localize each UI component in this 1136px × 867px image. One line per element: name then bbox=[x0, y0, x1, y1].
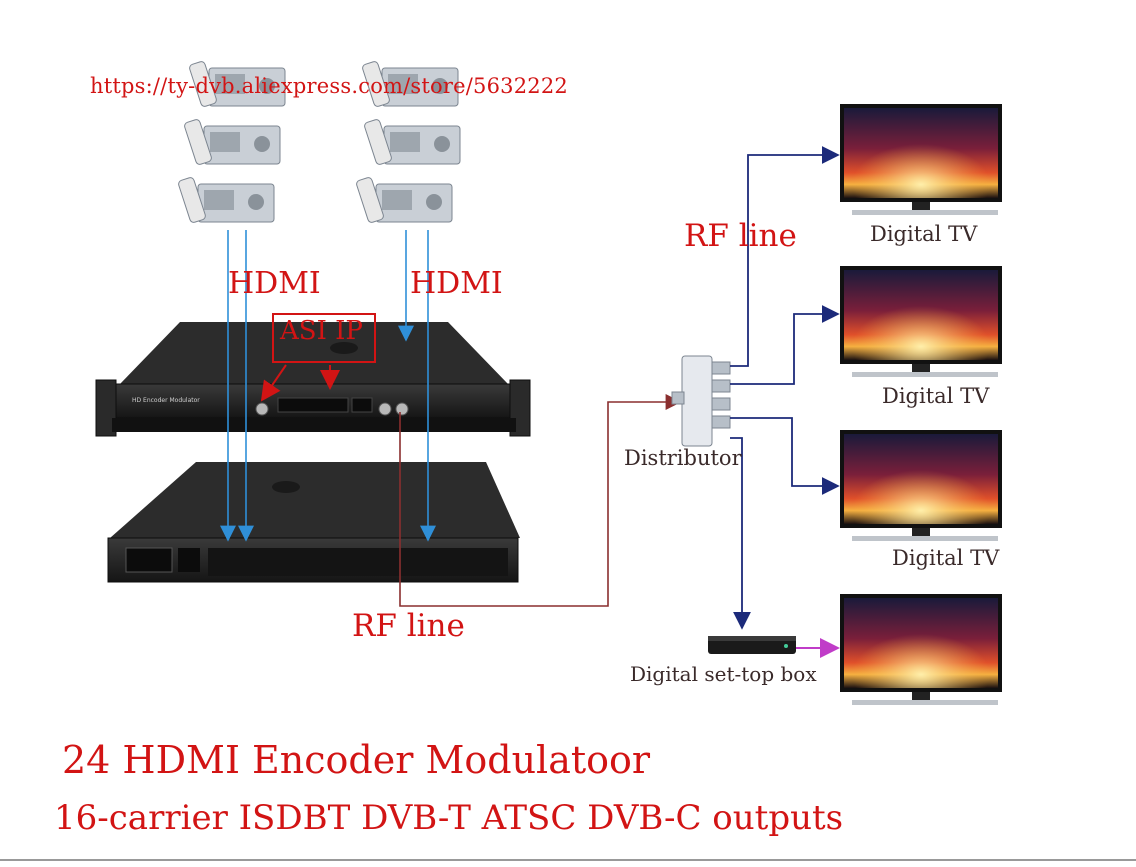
rf-out-tv1 bbox=[730, 146, 840, 367]
asi-ip-label: ASI IP bbox=[280, 316, 363, 346]
rf-line-label-top: RF line bbox=[684, 218, 797, 254]
rf-out-tv3 bbox=[730, 417, 840, 495]
digital-tv-2-icon bbox=[840, 266, 1002, 377]
asi-arrow bbox=[260, 364, 287, 402]
tv-label-1: Digital TV bbox=[870, 222, 978, 246]
receiver-right-3-icon bbox=[356, 177, 453, 223]
receiver-left-1-icon bbox=[189, 61, 286, 107]
receiver-left-3-icon bbox=[178, 177, 275, 223]
tv-label-3: Digital TV bbox=[892, 546, 1000, 570]
digital-tv-4-icon bbox=[840, 594, 1002, 705]
modulator-device-label: HD Encoder Modulator bbox=[132, 397, 200, 404]
distributor-icon bbox=[671, 355, 731, 447]
hdmi-encoder-device bbox=[107, 462, 520, 583]
title-line-1: 24 HDMI Encoder Modulatoor bbox=[62, 738, 651, 782]
rf-out-stb bbox=[730, 437, 751, 630]
asi-ip-box bbox=[272, 313, 376, 363]
rf-line-cable bbox=[399, 394, 682, 607]
hdmi-label-right: HDMI bbox=[410, 266, 503, 301]
receiver-right-1-icon bbox=[362, 61, 459, 107]
store-url: https://ty-dvb.aliexpress.com/store/5632… bbox=[90, 74, 568, 98]
set-top-box-icon bbox=[708, 636, 796, 654]
digital-tv-1-icon bbox=[840, 104, 1002, 215]
set-top-box-label: Digital set-top box bbox=[630, 662, 817, 686]
receiver-right-2-icon bbox=[364, 119, 461, 165]
distributor-label: Distributor bbox=[624, 446, 742, 470]
hdmi-label-left: HDMI bbox=[228, 266, 321, 301]
rf-out-tv2 bbox=[730, 305, 840, 385]
digital-tv-3-icon bbox=[840, 430, 1002, 541]
rf-line-label-bottom: RF line bbox=[352, 608, 465, 644]
receiver-left-2-icon bbox=[184, 119, 281, 165]
tv-label-2: Digital TV bbox=[882, 384, 990, 408]
title-line-2: 16-carrier ISDBT DVB-T ATSC DVB-C output… bbox=[54, 798, 844, 838]
